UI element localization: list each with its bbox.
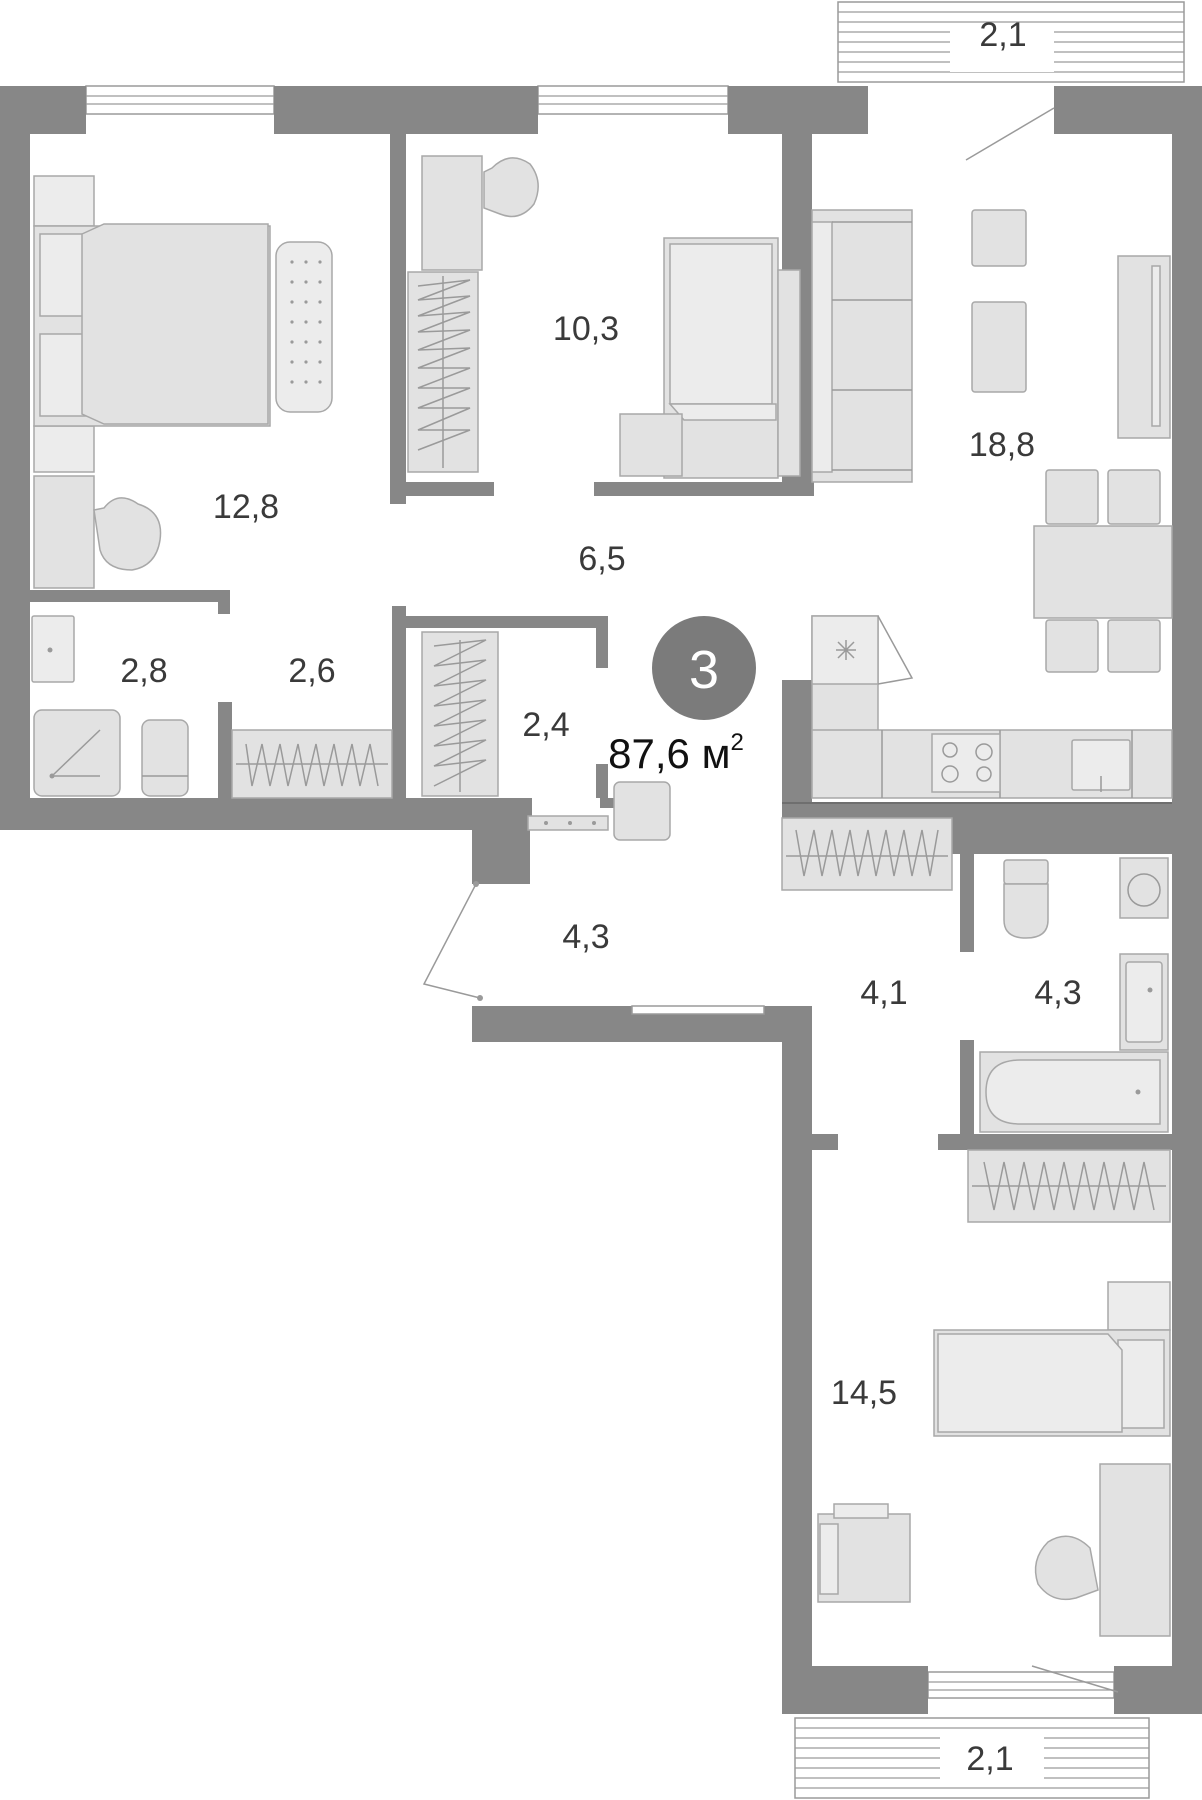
area-label-bedroom-left: 12,8 [213, 488, 279, 526]
bathroom-sink [1119, 953, 1169, 1051]
closet-left-rack [231, 729, 393, 799]
bathroom-fixtures [979, 857, 1169, 1133]
area-labels: 2,1 12,8 10,3 18,8 6,5 2,8 2,6 2,4 4,3 4… [120, 16, 1081, 1778]
rug [275, 241, 333, 413]
total-area-value: 87,6 м2 [608, 729, 744, 777]
entrance-shelf [527, 781, 671, 841]
area-label-hall-main: 6,5 [578, 540, 625, 578]
door-swings [422, 107, 1119, 1693]
room-count-badge: 3 [652, 616, 756, 720]
total-area: 87,6 м2 [608, 729, 744, 777]
wardrobe [407, 271, 479, 473]
bedroom-bottom-furniture [817, 1281, 1171, 1637]
area-label-balcony-bottom: 2,1 [966, 1740, 1013, 1778]
kitchen-counter [811, 615, 1173, 799]
left-bath-fixtures [31, 615, 189, 797]
desk-bottom [1034, 1463, 1171, 1637]
area-label-balcony-top: 2,1 [979, 16, 1026, 54]
double-bed [33, 223, 271, 427]
balcony-bottom [794, 1717, 1150, 1799]
washer [1119, 857, 1169, 919]
sofa [811, 209, 913, 483]
area-label-bath-left: 2,8 [120, 652, 167, 690]
armchair [817, 1503, 911, 1603]
area-label-entrance: 4,3 [562, 918, 609, 956]
room-10-furniture [407, 155, 801, 479]
room-count-text: 3 [689, 640, 719, 700]
room-count-circle [652, 616, 756, 720]
tv-stand [1117, 255, 1171, 439]
dining-table [1033, 469, 1173, 673]
window-bottom [927, 1671, 1115, 1699]
cooktop [931, 733, 1001, 793]
bathtub [979, 1051, 1169, 1133]
bedroom-furniture [33, 175, 333, 589]
single-bed-bottom [933, 1329, 1171, 1437]
window-top-left [85, 85, 275, 115]
window-top-mid [537, 85, 729, 115]
desk-chair [33, 475, 162, 589]
area-label-closet-mid: 2,4 [522, 706, 569, 744]
area-label-bedroom-bottom: 14,5 [831, 1374, 897, 1412]
area-label-bathroom-right: 4,3 [1034, 974, 1081, 1012]
balcony-top [837, 1, 1185, 83]
area-label-closet-left: 2,6 [288, 652, 335, 690]
hall-wardrobe [781, 817, 953, 891]
closet-mid-rack [421, 631, 499, 797]
bedroom-bottom-wardrobe [967, 1149, 1171, 1223]
area-label-living-kitchen: 18,8 [969, 426, 1035, 464]
area-label-corridor: 4,1 [860, 974, 907, 1012]
kitchen-sink [1071, 739, 1131, 792]
single-bed [619, 237, 801, 479]
area-label-room-10: 10,3 [553, 310, 619, 348]
living-furniture [811, 209, 1173, 673]
toilet [1003, 859, 1049, 939]
